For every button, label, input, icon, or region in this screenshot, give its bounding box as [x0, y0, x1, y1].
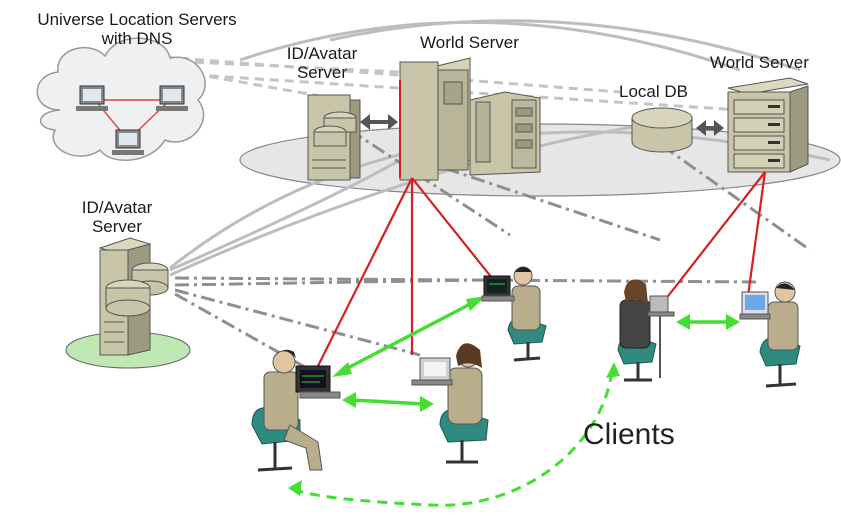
id-avatar-server-left-icon [98, 237, 169, 356]
id-avatar-left-label-line2: Server [91, 217, 143, 237]
server-client-links [317, 171, 767, 367]
peer-links [332, 296, 740, 412]
world-server-right-label: World Server [710, 53, 809, 72]
id-avatar-top-label: ID/Avatar Server [282, 44, 362, 82]
local-db-label: Local DB [619, 82, 688, 101]
monitor-icon [76, 85, 108, 111]
person-at-desk-icon [481, 266, 547, 362]
id-avatar-left-label-line1: ID/Avatar [81, 198, 153, 217]
uls-label-line1: Universe Location Servers [37, 10, 237, 29]
world-server-main-label: World Server [420, 33, 519, 52]
database-cylinder-icon [631, 107, 693, 153]
dns-links [149, 54, 741, 112]
person-at-desk-icon [739, 281, 801, 388]
monitor-icon [156, 85, 188, 111]
person-at-desk-icon [617, 279, 675, 382]
person-at-desk-icon [251, 349, 341, 472]
monitor-icon [112, 129, 144, 155]
clients-label: Clients [583, 418, 675, 451]
person-at-desk-icon [411, 343, 489, 464]
client-roam-path [294, 371, 614, 507]
id-avatar-left-label: ID/Avatar Server [68, 198, 166, 236]
bidirectional-arrow-icon [360, 114, 398, 130]
world-server-right-icon [727, 77, 809, 173]
id-avatar-server-top-icon [307, 94, 361, 181]
uls-label-line2: with DNS [101, 29, 173, 49]
bidirectional-arrow-icon [696, 120, 724, 136]
roam-arrowhead [606, 362, 620, 378]
id-avatar-top-label-line2: Server [296, 63, 348, 83]
id-avatar-top-label-line1: ID/Avatar [286, 44, 358, 63]
uls-label: Universe Location Servers with DNS [6, 10, 268, 48]
roam-arrowhead [288, 480, 302, 496]
world-server-main-icon [399, 57, 541, 181]
cloud-icon [36, 37, 206, 161]
